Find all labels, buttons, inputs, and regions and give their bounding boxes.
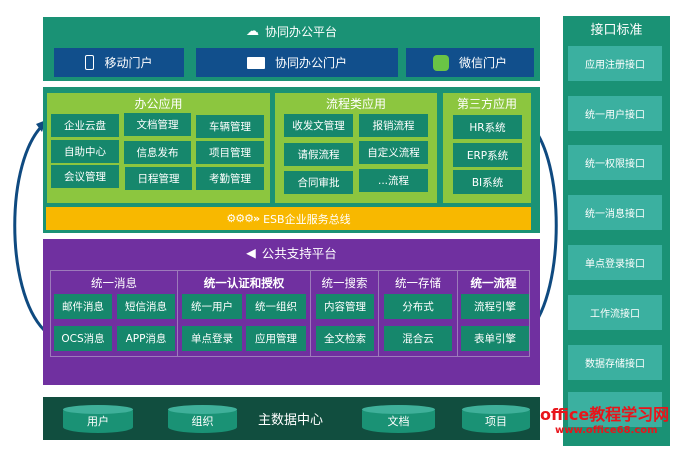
process-apps: 流程类应用 收发文管理 报销流程 请假流程 自定义流程 合同审批 ...流程 (275, 93, 437, 203)
database-orgs[interactable]: 组织 (168, 405, 237, 433)
service-item[interactable]: 内容管理 (316, 294, 374, 319)
app-item[interactable]: 企业云盘 (51, 114, 119, 137)
database-projects[interactable]: 项目 (462, 405, 530, 433)
service-item[interactable]: 分布式 (384, 294, 452, 319)
cloud-icon: ☁ (245, 24, 259, 39)
application-layer: 办公应用 企业云盘 文档管理 车辆管理 自助中心 信息发布 项目管理 会议管理 … (43, 87, 540, 233)
app-item[interactable]: 自定义流程 (359, 141, 428, 164)
app-item[interactable]: 文档管理 (124, 113, 191, 136)
app-item[interactable]: ...流程 (359, 169, 428, 192)
app-item[interactable]: BI系统 (453, 170, 522, 194)
portal-wechat[interactable]: 微信门户 (406, 48, 534, 77)
mobile-icon (85, 55, 95, 70)
service-grid: 统一消息 邮件消息 短信消息 OCS消息 APP消息 统一认证和授权 统一用户 … (50, 270, 530, 357)
service-item[interactable]: 流程引擎 (461, 294, 529, 319)
monitor-icon (246, 56, 265, 69)
portal-label: 微信门户 (458, 56, 507, 70)
right-arc (528, 122, 558, 331)
interface-item[interactable] (568, 392, 662, 427)
app-item[interactable]: 日程管理 (125, 167, 192, 190)
public-support-platform: ◀ 公共支持平台 统一消息 邮件消息 短信消息 OCS消息 APP消息 统一认证… (43, 239, 540, 385)
column-workflow: 统一流程 流程引擎 表单引擎 (458, 271, 529, 356)
app-item[interactable]: 信息发布 (124, 141, 191, 164)
vs-logo-icon: ◀ (246, 245, 256, 260)
interface-item[interactable]: 统一权限接口 (568, 145, 662, 180)
third-party-apps: 第三方应用 HR系统 ERP系统 BI系统 (443, 93, 531, 203)
app-item[interactable]: 合同审批 (284, 171, 353, 194)
database-docs[interactable]: 文档 (362, 405, 435, 433)
portal-label: 移动门户 (104, 56, 153, 70)
service-item[interactable]: 统一用户 (182, 294, 242, 319)
portal-label: 协同办公门户 (274, 56, 347, 70)
column-title: 统一流程 (470, 276, 517, 290)
interface-item[interactable]: 统一用户接口 (568, 96, 662, 131)
esb-label: ESB企业服务总线 (263, 212, 351, 226)
service-item[interactable]: 邮件消息 (54, 294, 112, 319)
chain-arrows-icon: ⚙⚙⚙» (226, 212, 260, 225)
app-item[interactable]: 考勤管理 (196, 167, 264, 190)
column-title: 统一认证和授权 (203, 276, 285, 290)
watermark-title: office教程学习网 (540, 405, 670, 424)
office-apps: 办公应用 企业云盘 文档管理 车辆管理 自助中心 信息发布 项目管理 会议管理 … (47, 93, 270, 203)
section-title: 办公应用 (134, 97, 183, 111)
column-title: 统一存储 (395, 276, 441, 290)
column-storage: 统一存储 分布式 混合云 (379, 271, 458, 356)
portal-collab[interactable]: 协同办公门户 (196, 48, 398, 77)
column-messaging: 统一消息 邮件消息 短信消息 OCS消息 APP消息 (51, 271, 178, 356)
interface-title: 接口标准 (590, 23, 643, 38)
app-item[interactable]: 收发文管理 (284, 114, 353, 137)
section-title: 第三方应用 (456, 97, 517, 111)
interface-item[interactable]: 工作流接口 (568, 295, 662, 330)
left-arc (13, 122, 46, 332)
app-item[interactable]: HR系统 (453, 115, 522, 139)
master-data-center: 用户 组织 主数据中心 文档 项目 (43, 397, 540, 440)
app-item[interactable]: 车辆管理 (196, 115, 264, 138)
interface-item[interactable]: 统一消息接口 (568, 195, 662, 230)
service-item[interactable]: 混合云 (384, 326, 452, 351)
column-title: 统一消息 (91, 276, 137, 290)
service-item[interactable]: 短信消息 (117, 294, 175, 319)
column-search: 统一搜索 内容管理 全文检索 (311, 271, 379, 356)
watermark-url: www.office68.com (555, 425, 658, 436)
column-title: 统一搜索 (321, 276, 368, 290)
service-item[interactable]: 统一组织 (246, 294, 306, 319)
app-item[interactable]: 自助中心 (51, 140, 119, 163)
service-item[interactable]: 单点登录 (182, 326, 242, 351)
db-label: 文档 (387, 415, 410, 428)
service-item[interactable]: 应用管理 (246, 326, 306, 351)
db-label: 项目 (485, 415, 507, 428)
service-item[interactable]: OCS消息 (54, 326, 112, 351)
db-label: 组织 (191, 415, 214, 428)
wechat-icon (432, 54, 449, 71)
service-item[interactable]: 表单引擎 (461, 326, 529, 351)
db-label: 用户 (87, 415, 109, 428)
service-item[interactable]: 全文检索 (316, 326, 374, 351)
esb-bus: ⚙⚙⚙» ESB企业服务总线 (46, 207, 531, 230)
portal-mobile[interactable]: 移动门户 (54, 48, 184, 77)
collab-platform-title: 协同办公平台 (264, 25, 337, 39)
app-item[interactable]: 项目管理 (196, 141, 264, 164)
interface-standards: 接口标准 应用注册接口 统一用户接口 统一权限接口 统一消息接口 单点登录接口 … (563, 16, 670, 446)
collab-platform: ☁ 协同办公平台 移动门户 协同办公门户 微信门户 (43, 17, 540, 81)
app-item[interactable]: 报销流程 (359, 114, 428, 137)
section-title: 流程类应用 (325, 97, 386, 111)
service-item[interactable]: APP消息 (117, 326, 175, 351)
app-item[interactable]: 会议管理 (51, 165, 119, 188)
master-data-title: 主数据中心 (258, 413, 324, 428)
app-item[interactable]: ERP系统 (453, 143, 522, 167)
database-users[interactable]: 用户 (63, 405, 133, 433)
interface-item[interactable]: 单点登录接口 (568, 245, 662, 280)
interface-item[interactable]: 应用注册接口 (568, 46, 662, 81)
app-item[interactable]: 请假流程 (284, 143, 353, 166)
public-platform-title: 公共支持平台 (261, 246, 337, 261)
column-auth: 统一认证和授权 统一用户 统一组织 单点登录 应用管理 (178, 271, 311, 356)
interface-item[interactable]: 数据存储接口 (568, 345, 662, 380)
